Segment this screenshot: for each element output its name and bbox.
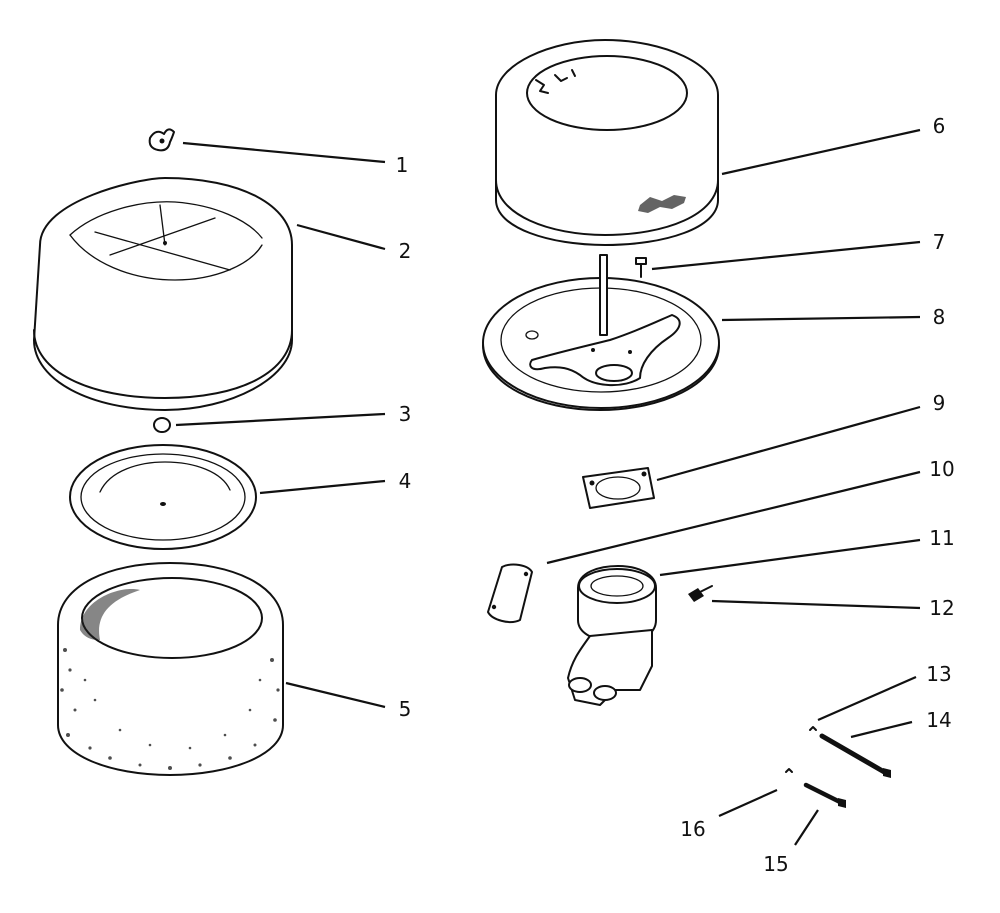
part-11-elbow-adapter [567, 565, 657, 706]
callout-4: 4 [399, 469, 412, 493]
part-3-spacer [153, 417, 171, 433]
callout-14: 14 [926, 708, 951, 732]
leader-line-10 [546, 470, 921, 565]
leader-line-8 [721, 315, 921, 322]
callout-11: 11 [929, 526, 954, 550]
callout-16: 16 [680, 817, 705, 841]
part-12-screw [688, 585, 713, 602]
part-15-short-bolt [803, 782, 846, 808]
part-7-screw [635, 257, 647, 278]
leader-line-16 [718, 788, 778, 818]
part-16-lock-washer [785, 768, 793, 773]
part-13-lock-washer [809, 726, 817, 731]
callout-labels: 1 2 3 4 5 6 7 8 9 10 11 12 13 14 15 16 [396, 114, 955, 876]
leader-line-13 [817, 675, 917, 722]
part-1-wing-nut [148, 128, 175, 152]
leader-line-7 [651, 240, 921, 271]
part-4-baffle-plate [69, 444, 257, 550]
leader-lines [175, 128, 921, 846]
callout-12: 12 [929, 596, 954, 620]
leader-line-11 [659, 538, 921, 577]
leader-line-5 [285, 681, 386, 709]
part-14-long-bolt [819, 733, 891, 778]
callout-5: 5 [399, 697, 412, 721]
part-8-base-plate [482, 254, 720, 411]
callout-8: 8 [933, 305, 946, 329]
leader-line-6 [721, 128, 921, 176]
leader-line-14 [850, 720, 913, 739]
callout-13: 13 [926, 662, 951, 686]
leader-line-9 [656, 405, 921, 482]
callout-9: 9 [933, 391, 946, 415]
part-2-air-cleaner-cover [33, 177, 293, 411]
part-5-foam-pre-cleaner [57, 562, 284, 776]
leader-line-4 [259, 479, 386, 495]
callout-6: 6 [933, 114, 946, 138]
leader-line-2 [296, 223, 386, 251]
leader-line-3 [175, 412, 386, 427]
part-6-paper-filter-element [495, 39, 719, 246]
callout-7: 7 [933, 230, 946, 254]
callout-10: 10 [929, 457, 954, 481]
callout-1: 1 [396, 153, 409, 177]
callout-2: 2 [399, 239, 412, 263]
leader-line-15 [794, 809, 819, 846]
part-9-gasket [582, 467, 655, 509]
part-10-gasket [487, 563, 533, 623]
leader-line-1 [182, 141, 386, 164]
callout-3: 3 [399, 402, 412, 426]
callout-15: 15 [763, 852, 788, 876]
leader-line-12 [711, 599, 921, 610]
